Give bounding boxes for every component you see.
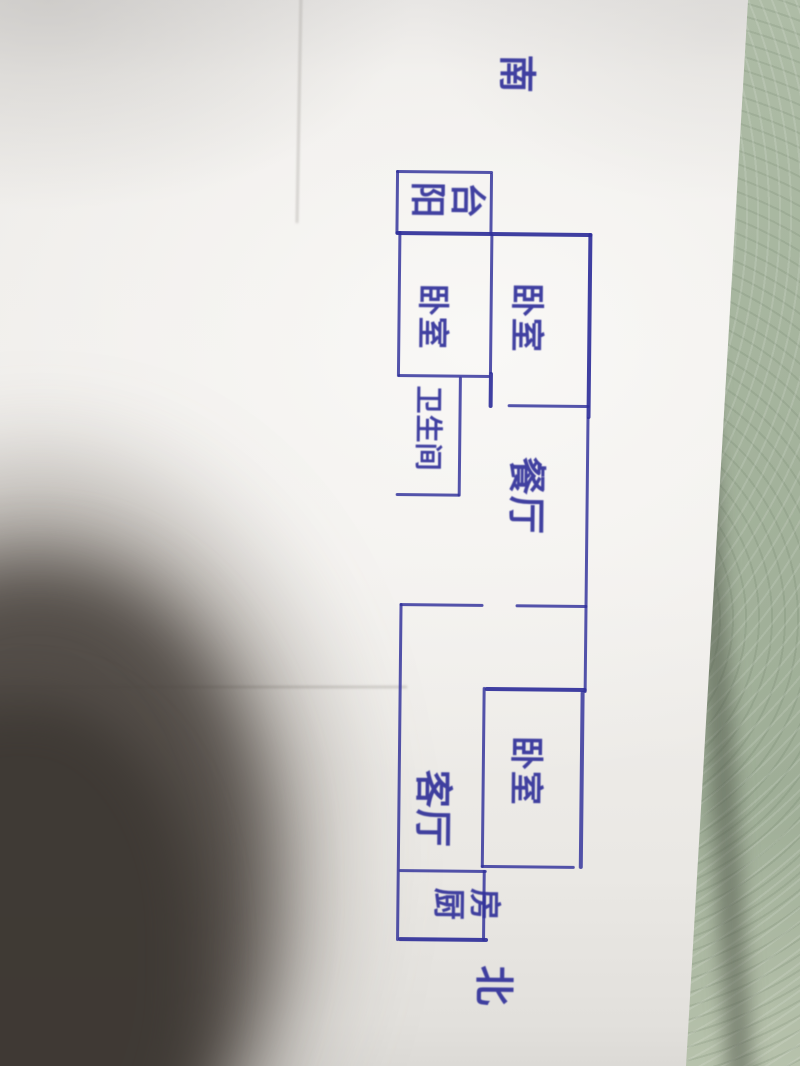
wall-right-middle xyxy=(583,417,590,694)
handwritten-character: 卫 xyxy=(411,385,446,414)
handwritten-character: 室 xyxy=(413,316,452,349)
wall-bedroom-lower-left xyxy=(480,686,486,868)
handwritten-character: 卧 xyxy=(505,735,546,770)
wall-bedroom-divider xyxy=(488,233,494,375)
handwritten-character: 客 xyxy=(410,769,456,809)
room-label-bedroom-bottom: 卧室 xyxy=(504,735,546,805)
compass-north-label: 北 xyxy=(469,965,517,1006)
wall-bedroom-lower-top xyxy=(484,686,587,693)
room-label-kitchen: 厨房 xyxy=(429,887,504,921)
wall-left-lower xyxy=(396,603,403,942)
compass-south-label: 南 xyxy=(494,54,539,93)
wall-bedroom-left-bottom xyxy=(397,374,490,378)
handwritten-character: 台 xyxy=(445,181,488,219)
wall-balcony-top xyxy=(396,169,494,175)
wall-kitchen-top xyxy=(398,869,487,873)
handwritten-character: 室 xyxy=(504,770,546,805)
wall-right-upper xyxy=(586,233,593,420)
handwritten-character: 阳 xyxy=(405,181,448,218)
handwritten-character: 北 xyxy=(469,965,517,1006)
room-label-dining: 餐厅 xyxy=(503,456,549,534)
handwritten-character: 卧 xyxy=(505,282,547,317)
room-label-bedroom-top-right: 卧室 xyxy=(505,282,547,352)
room-label-bedroom-top-left: 卧室 xyxy=(413,283,453,349)
wall-right-lower xyxy=(578,690,585,869)
handwritten-character: 间 xyxy=(411,442,445,471)
wall-balcony-right xyxy=(489,172,494,236)
wall-bedroom-right-bottom xyxy=(507,404,590,409)
wall-left-upper xyxy=(396,231,402,378)
room-label-bathroom: 卫生间 xyxy=(411,385,446,471)
wall-balcony-left xyxy=(395,169,400,235)
handwritten-character: 卧 xyxy=(413,283,453,316)
wall-bedroom-lower-bottom xyxy=(480,864,575,869)
handwritten-character: 室 xyxy=(505,317,546,352)
handwritten-character: 南 xyxy=(494,54,539,93)
handwritten-character: 餐 xyxy=(504,456,549,495)
wall-bottom xyxy=(398,937,489,942)
wall-bathroom-right xyxy=(457,376,462,497)
room-label-living: 客厅 xyxy=(410,769,456,847)
handwritten-character: 厅 xyxy=(503,495,549,534)
wall-bathroom-bottom xyxy=(395,493,460,497)
wall-mid-right xyxy=(515,604,588,609)
handwritten-character: 厨 xyxy=(429,887,468,921)
room-label-balcony: 阳台 xyxy=(405,181,488,219)
handwritten-character: 生 xyxy=(411,413,445,443)
wall-top xyxy=(395,230,593,238)
handwritten-character: 厅 xyxy=(410,808,455,847)
handwritten-character: 房 xyxy=(465,888,504,921)
wall-mid-left xyxy=(399,603,484,607)
